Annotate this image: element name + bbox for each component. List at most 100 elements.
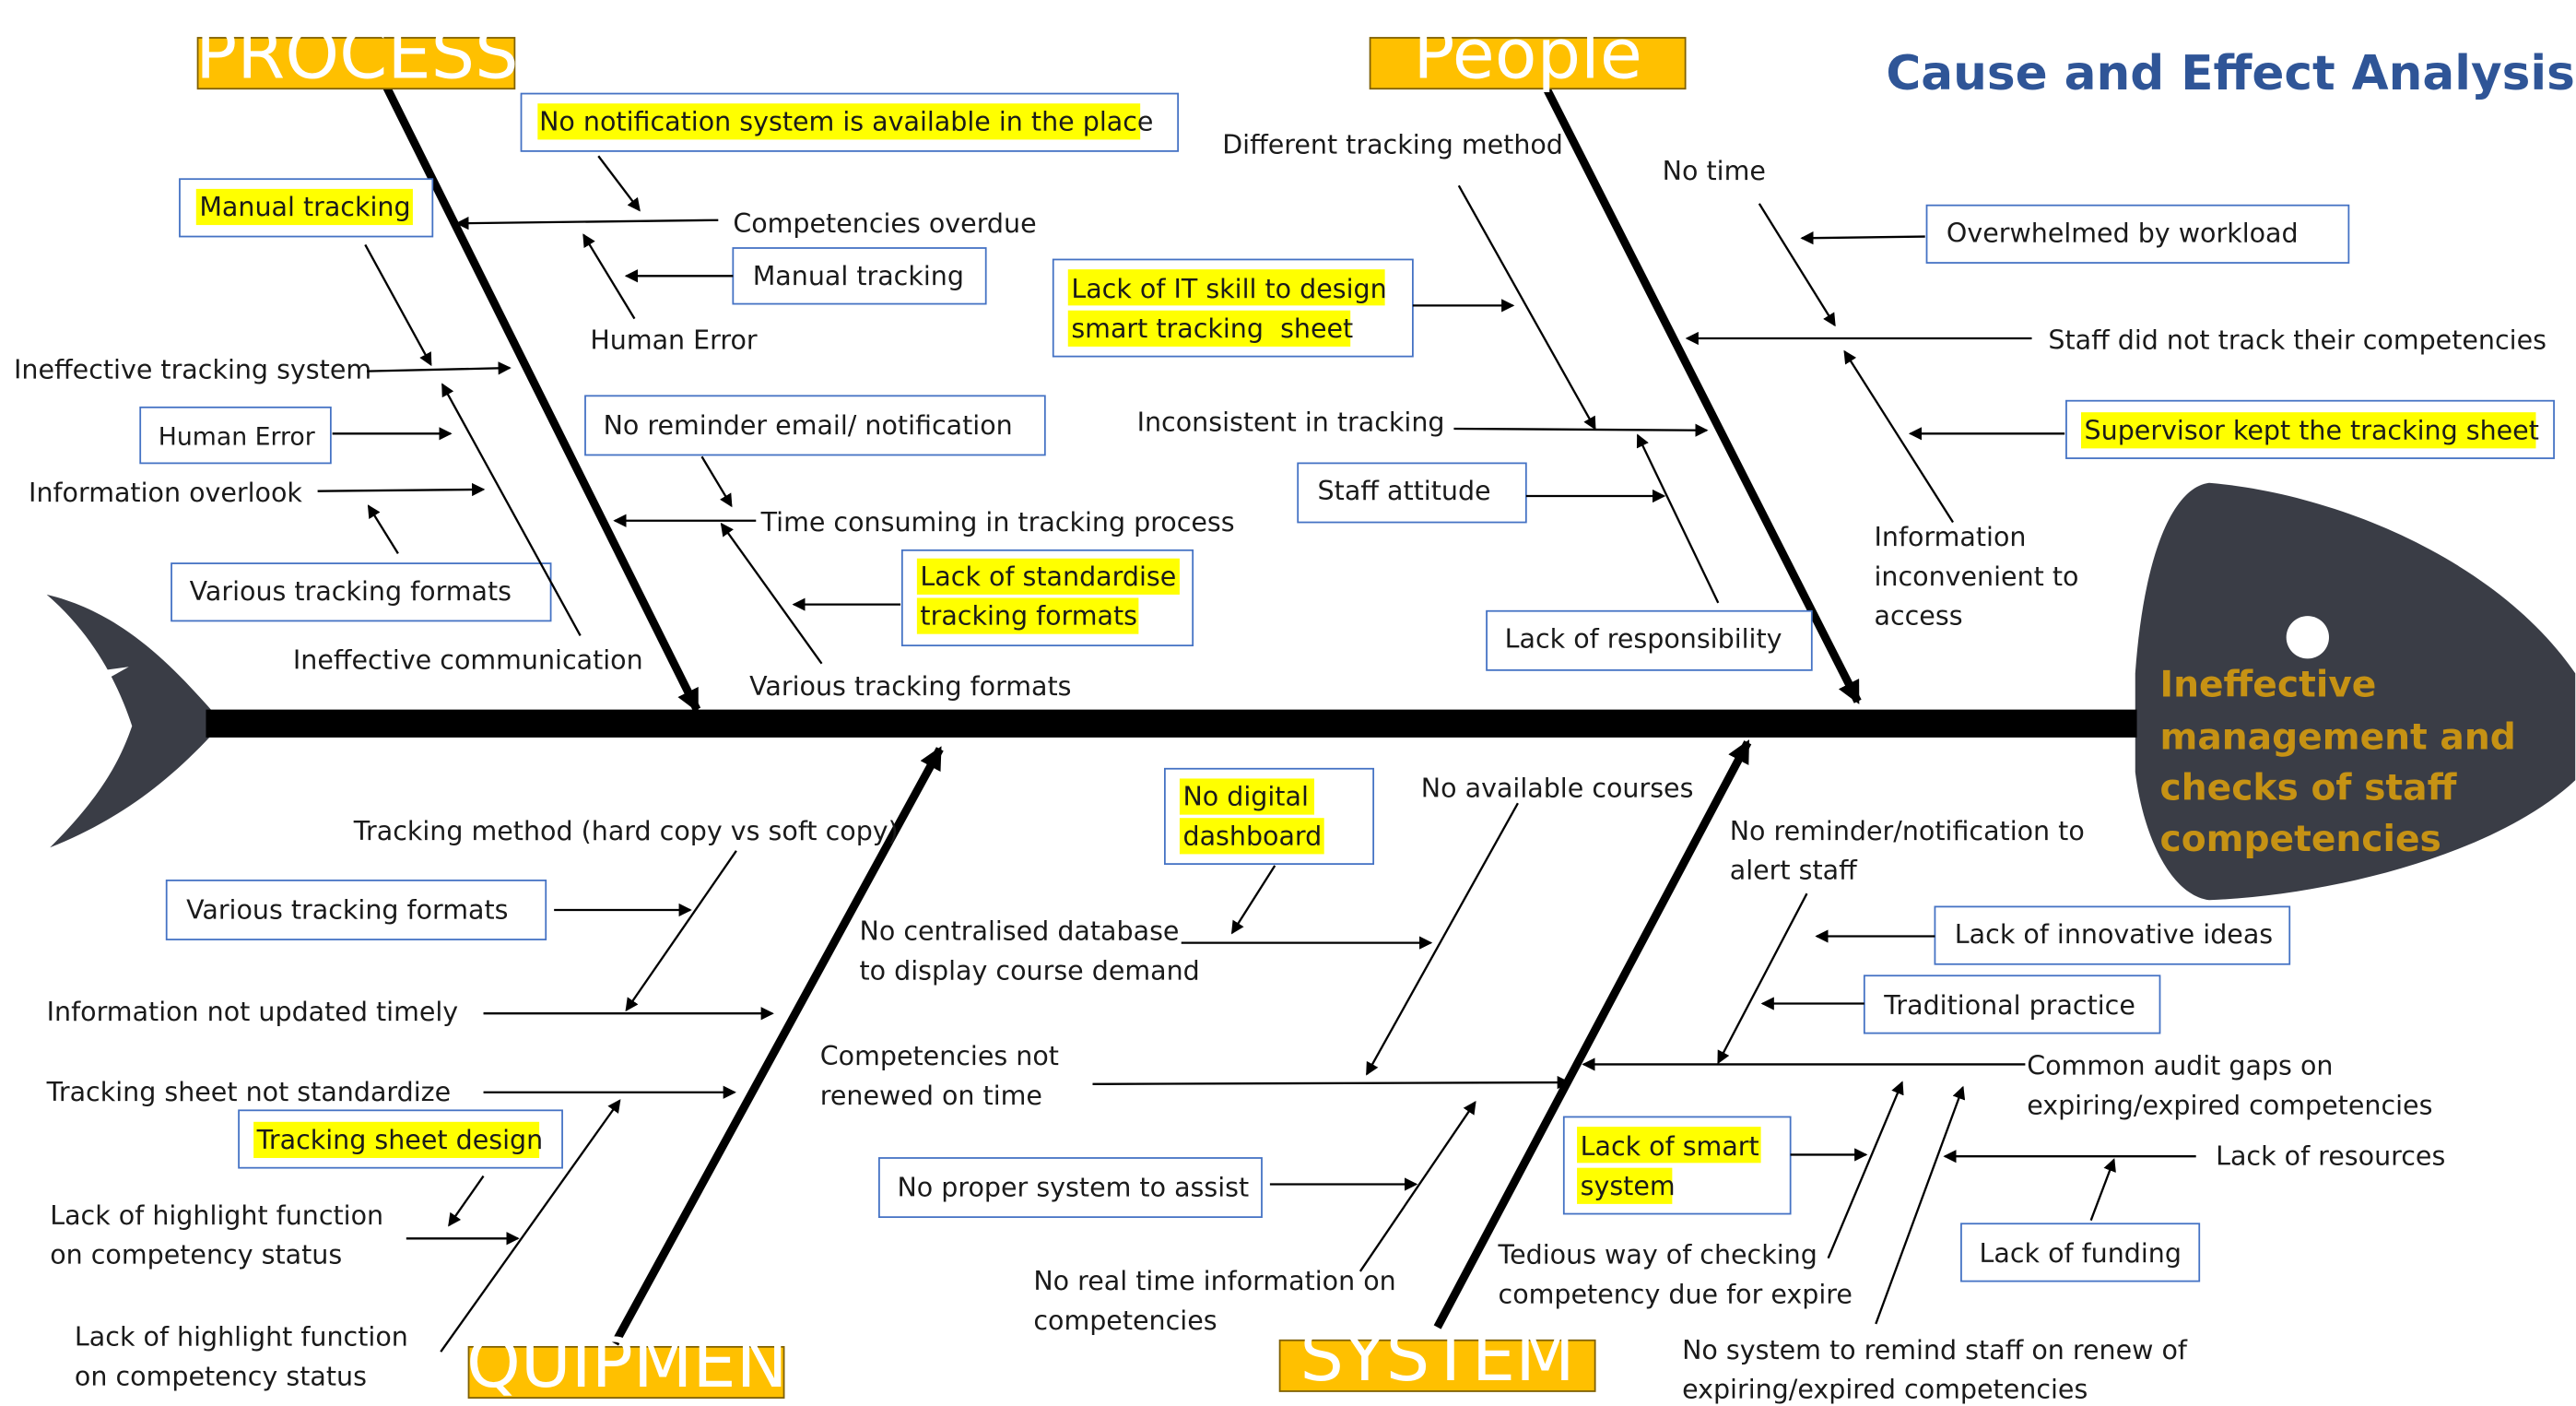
arrow-35 [1092,1075,1570,1090]
hl-lack-it-skill-2 [1067,310,1351,347]
label-sheet-design: Tracking sheet design [256,1125,543,1155]
label-various-formats-bottom: Various tracking formats [749,671,1071,702]
label-ineffective-tracking-system: Ineffective tracking system [14,354,371,384]
hl-supervisor-kept [2080,412,2536,449]
bone-system [1433,739,1752,1329]
label-no-reminder-email: No reminder email/ notification [604,410,1013,441]
label-human-error-top: Human Error [590,325,758,355]
label-lack-resources: Lack of resources [2216,1141,2445,1172]
box-lack-funding [1960,1223,2201,1282]
category-process: PROCESS [195,14,518,94]
label-no-system-remind-2: expiring/expired competencies [1682,1375,2088,1405]
label-no-time: No time [1663,156,1766,186]
fish-tail-notch [79,667,129,684]
hl-lack-smart-2 [1577,1167,1673,1204]
label-lack-innovative: Lack of innovative ideas [1955,919,2273,950]
bone-people [1544,88,1862,704]
hl-no-digital-2 [1179,818,1324,855]
label-traditional-practice: Traditional practice [1883,990,2135,1021]
label-staff-attitude: Staff attitude [1318,476,1491,506]
box-human-error [139,406,332,465]
arrow-17 [1800,231,1925,245]
label-competencies-not-renewed-1: Competencies not [820,1041,1059,1071]
label-information-inconvenient-2: inconvenient to [1875,561,2079,592]
label-ineffective-communication: Ineffective communication [293,645,643,676]
label-information-inconvenient-3: access [1875,601,1963,632]
label-common-audit-gaps-2: expiring/expired competencies [2027,1090,2432,1120]
label-tedious-way-1: Tedious way of checking [1498,1240,1817,1270]
label-tracking-method: Tracking method (hard copy vs soft copy) [353,816,899,846]
label-information-inconvenient-1: Information [1875,522,2027,552]
box-lack-innovative [1934,905,2291,965]
arrow-34 [1366,802,1519,1076]
arrow-32 [1230,865,1276,935]
category-box-people [1369,37,1687,90]
label-competencies-overdue: Competencies overdue [733,208,1036,239]
label-various-formats-equipment: Various tracking formats [186,894,508,925]
hl-no-notification [537,103,1141,140]
arrow-2 [455,217,719,230]
arrow-8 [317,482,486,497]
box-staff-attitude [1297,462,1527,524]
box-no-reminder-email [584,395,1046,456]
arrow-14 [441,383,582,637]
arrow-37 [1359,1100,1476,1272]
label-no-centralised-db-1: No centralised database [860,916,1180,947]
arrow-15 [1457,184,1596,431]
arrow-10 [700,455,733,508]
arrow-24 [1636,433,1720,604]
label-information-overlook: Information overlook [29,478,302,508]
label-lack-of-responsibility: Lack of responsibility [1505,624,1782,655]
label-human-error-box: Human Error [159,422,315,451]
label-no-available-courses: No available courses [1421,774,1694,804]
box-manual-tracking [732,247,987,305]
fish-head [2135,482,2576,901]
label-lack-smart-1: Lack of smart [1581,1131,1759,1162]
hl-lack-standardise-2 [916,597,1139,634]
arrow-13 [720,522,823,665]
box-various-formats-process [171,562,552,622]
category-box-system [1278,1339,1596,1392]
hl-sheet-design [253,1121,540,1158]
label-lack-highlight-2a: Lack of highlight function [75,1322,408,1353]
fish-tail [46,594,211,848]
label-no-real-time-1: No real time information on [1033,1266,1395,1296]
label-various-formats-process: Various tracking formats [190,576,512,607]
label-no-reminder-alert-2: alert staff [1730,856,1858,886]
category-equipment: EQUIPMENT [423,1323,830,1403]
arrow-16 [1758,203,1836,327]
arrow-46 [1875,1085,1966,1325]
arrow-23 [1843,349,1955,524]
box-various-formats-equipment [165,880,547,940]
label-manual-tracking-hl: Manual tracking [199,192,410,222]
label-manual-tracking: Manual tracking [753,261,964,291]
label-lack-highlight-1b: on competency status [50,1240,342,1270]
label-lack-it-skill-1: Lack of IT skill to design [1071,274,1386,304]
arrow-20 [1453,423,1709,437]
arrow-1 [597,155,641,212]
label-staff-did-not-track: Staff did not track their competencies [2048,325,2547,355]
arrow-44 [2089,1158,2116,1222]
hl-manual-tracking [195,188,413,226]
label-overwhelmed: Overwhelmed by workload [1947,218,2299,248]
label-lack-smart-2: system [1581,1171,1676,1201]
arrow-9 [367,504,399,554]
label-no-proper-system: No proper system to assist [897,1173,1249,1203]
effect-line-2: management and [2159,716,2515,758]
label-inconsistent-tracking: Inconsistent in tracking [1137,407,1445,437]
label-no-real-time-2: competencies [1033,1306,1217,1336]
label-time-consuming: Time consuming in tracking process [760,507,1235,538]
label-lack-funding: Lack of funding [1980,1238,2182,1269]
arrow-4 [582,233,636,320]
category-people: People [1413,14,1642,94]
label-no-notification: No notification system is available in t… [539,106,1153,136]
fish-eye [2286,616,2329,659]
hl-lack-smart-1 [1577,1127,1761,1164]
label-info-not-updated: Information not updated timely [47,997,459,1027]
spine [206,709,2137,738]
hl-lack-it-skill-1 [1067,269,1385,306]
effect-line-4: competencies [2159,819,2441,860]
category-box-equipment [467,1345,785,1399]
box-overwhelmed [1925,204,2350,264]
